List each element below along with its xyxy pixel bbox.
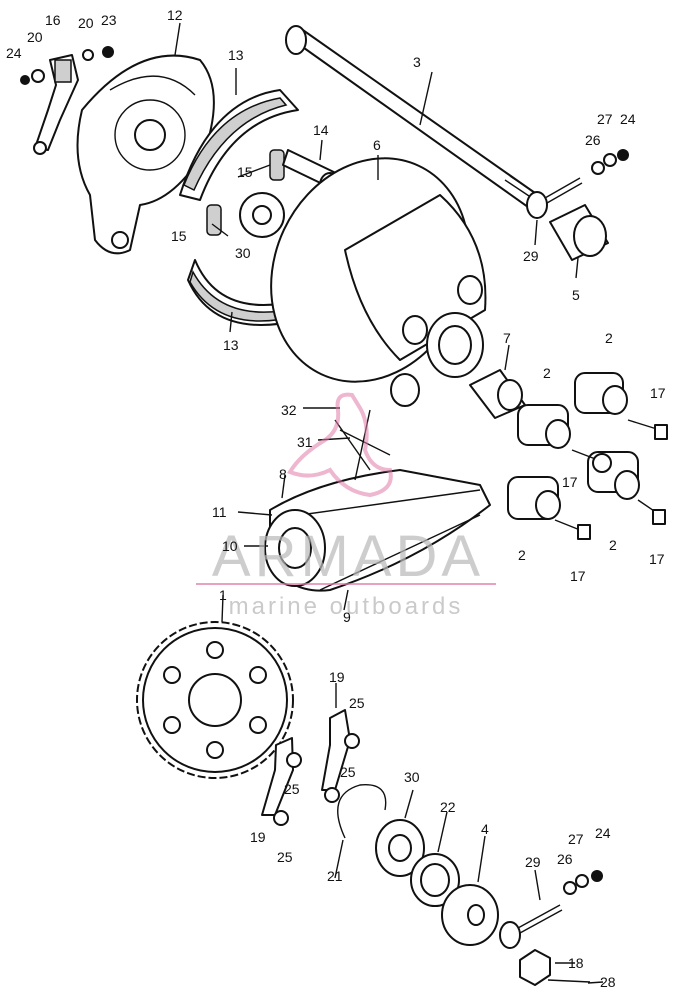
callout-label: 21 bbox=[327, 868, 343, 884]
callout-label: 25 bbox=[277, 849, 293, 865]
callout-label: 13 bbox=[223, 337, 239, 353]
hub-collar[interactable] bbox=[469, 369, 526, 419]
nut-1[interactable] bbox=[344, 733, 360, 749]
circlip[interactable] bbox=[337, 784, 387, 839]
bolt-2[interactable] bbox=[571, 449, 612, 473]
bolt-1[interactable] bbox=[627, 419, 668, 440]
wheel-hub[interactable] bbox=[235, 126, 504, 415]
callout-label: 12 bbox=[167, 7, 183, 23]
callout-label: 6 bbox=[373, 137, 381, 153]
spring-lower[interactable] bbox=[206, 204, 222, 236]
washer-set-top-left[interactable] bbox=[20, 46, 114, 85]
callout-label: 14 bbox=[313, 122, 329, 138]
callout-label: 1 bbox=[219, 587, 227, 603]
side-collar[interactable] bbox=[441, 884, 499, 946]
callout-label: 11 bbox=[212, 504, 227, 520]
watermark-tagline: marine outboards bbox=[229, 593, 464, 620]
callout-label: 17 bbox=[649, 551, 665, 567]
washer-nut-set-bottom[interactable] bbox=[563, 870, 603, 895]
washer-nut-set-top[interactable] bbox=[591, 149, 629, 175]
callout-label: 25 bbox=[284, 781, 300, 797]
callout-label: 17 bbox=[570, 568, 586, 584]
callout-labels: 24 20 16 20 23 12 13 3 14 6 15 15 30 27 … bbox=[6, 7, 666, 990]
callout-label: 2 bbox=[609, 537, 617, 553]
callout-label: 22 bbox=[440, 799, 456, 815]
callout-label: 27 bbox=[597, 111, 613, 127]
callout-label: 31 bbox=[297, 434, 313, 450]
callout-label: 2 bbox=[605, 330, 613, 346]
callout-label: 24 bbox=[595, 825, 611, 841]
callout-label: 26 bbox=[557, 851, 573, 867]
sprocket-hub-assembly[interactable] bbox=[264, 469, 491, 592]
callout-label: 2 bbox=[518, 547, 526, 563]
callout-label: 16 bbox=[45, 12, 61, 28]
damper-rubber-4[interactable] bbox=[507, 476, 561, 520]
callout-label: 32 bbox=[281, 402, 297, 418]
callout-label: 13 bbox=[228, 47, 244, 63]
rear-sprocket[interactable] bbox=[136, 621, 294, 779]
nut-3[interactable] bbox=[324, 787, 340, 803]
callout-label: 25 bbox=[349, 695, 365, 711]
callout-label: 9 bbox=[343, 609, 351, 625]
spring-upper[interactable] bbox=[269, 149, 285, 181]
callout-label: 24 bbox=[620, 111, 636, 127]
leader-lines bbox=[174, 22, 604, 984]
callout-label: 15 bbox=[237, 164, 253, 180]
callout-label: 30 bbox=[235, 245, 251, 261]
callout-label: 8 bbox=[279, 466, 287, 482]
callout-label: 7 bbox=[503, 330, 511, 346]
callout-label: 20 bbox=[27, 29, 43, 45]
callout-label: 28 bbox=[600, 974, 616, 990]
callout-label: 29 bbox=[525, 854, 541, 870]
damper-rubber-1[interactable] bbox=[574, 372, 628, 415]
callout-label: 3 bbox=[413, 54, 421, 70]
callout-label: 24 bbox=[6, 45, 22, 61]
brake-shoe-upper[interactable] bbox=[179, 89, 299, 201]
bearing-upper[interactable] bbox=[239, 192, 285, 238]
callout-label: 26 bbox=[585, 132, 601, 148]
damper-rubber-2[interactable] bbox=[517, 404, 571, 449]
callout-label: 17 bbox=[650, 385, 666, 401]
callout-label: 30 bbox=[404, 769, 420, 785]
bolt-3[interactable] bbox=[637, 499, 666, 525]
callout-label: 4 bbox=[481, 821, 489, 837]
callout-label: 15 bbox=[171, 228, 187, 244]
callout-label: 17 bbox=[562, 474, 578, 490]
bearing-lower[interactable] bbox=[375, 819, 425, 877]
armada-watermark: ARMADA marine outboards bbox=[196, 392, 496, 620]
callout-label: 19 bbox=[250, 829, 266, 845]
seahorse-logo bbox=[287, 392, 393, 498]
oil-seal[interactable] bbox=[410, 853, 460, 907]
brake-arm[interactable] bbox=[33, 54, 79, 155]
callout-label: 20 bbox=[78, 15, 94, 31]
nut-2[interactable] bbox=[286, 752, 302, 768]
axle-adjuster-top[interactable] bbox=[526, 177, 583, 219]
axle-adjuster-bottom[interactable] bbox=[499, 904, 563, 949]
callout-label: 29 bbox=[523, 248, 539, 264]
callout-label: 23 bbox=[101, 12, 117, 28]
nut-4[interactable] bbox=[273, 810, 289, 826]
callout-label: 5 bbox=[572, 287, 580, 303]
bolt-4[interactable] bbox=[554, 519, 591, 540]
callout-label: 2 bbox=[543, 365, 551, 381]
callout-label: 18 bbox=[568, 955, 584, 971]
callout-label: 25 bbox=[340, 764, 356, 780]
axle[interactable] bbox=[285, 25, 546, 213]
watermark-brand: ARMADA bbox=[212, 524, 484, 589]
callout-label: 10 bbox=[222, 538, 238, 554]
brake-panel[interactable] bbox=[76, 54, 215, 255]
axle-nut[interactable] bbox=[519, 949, 551, 986]
cotter-pin[interactable] bbox=[547, 979, 591, 983]
spacer-collar[interactable] bbox=[549, 204, 609, 261]
callout-label: 27 bbox=[568, 831, 584, 847]
callout-label: 19 bbox=[329, 669, 345, 685]
